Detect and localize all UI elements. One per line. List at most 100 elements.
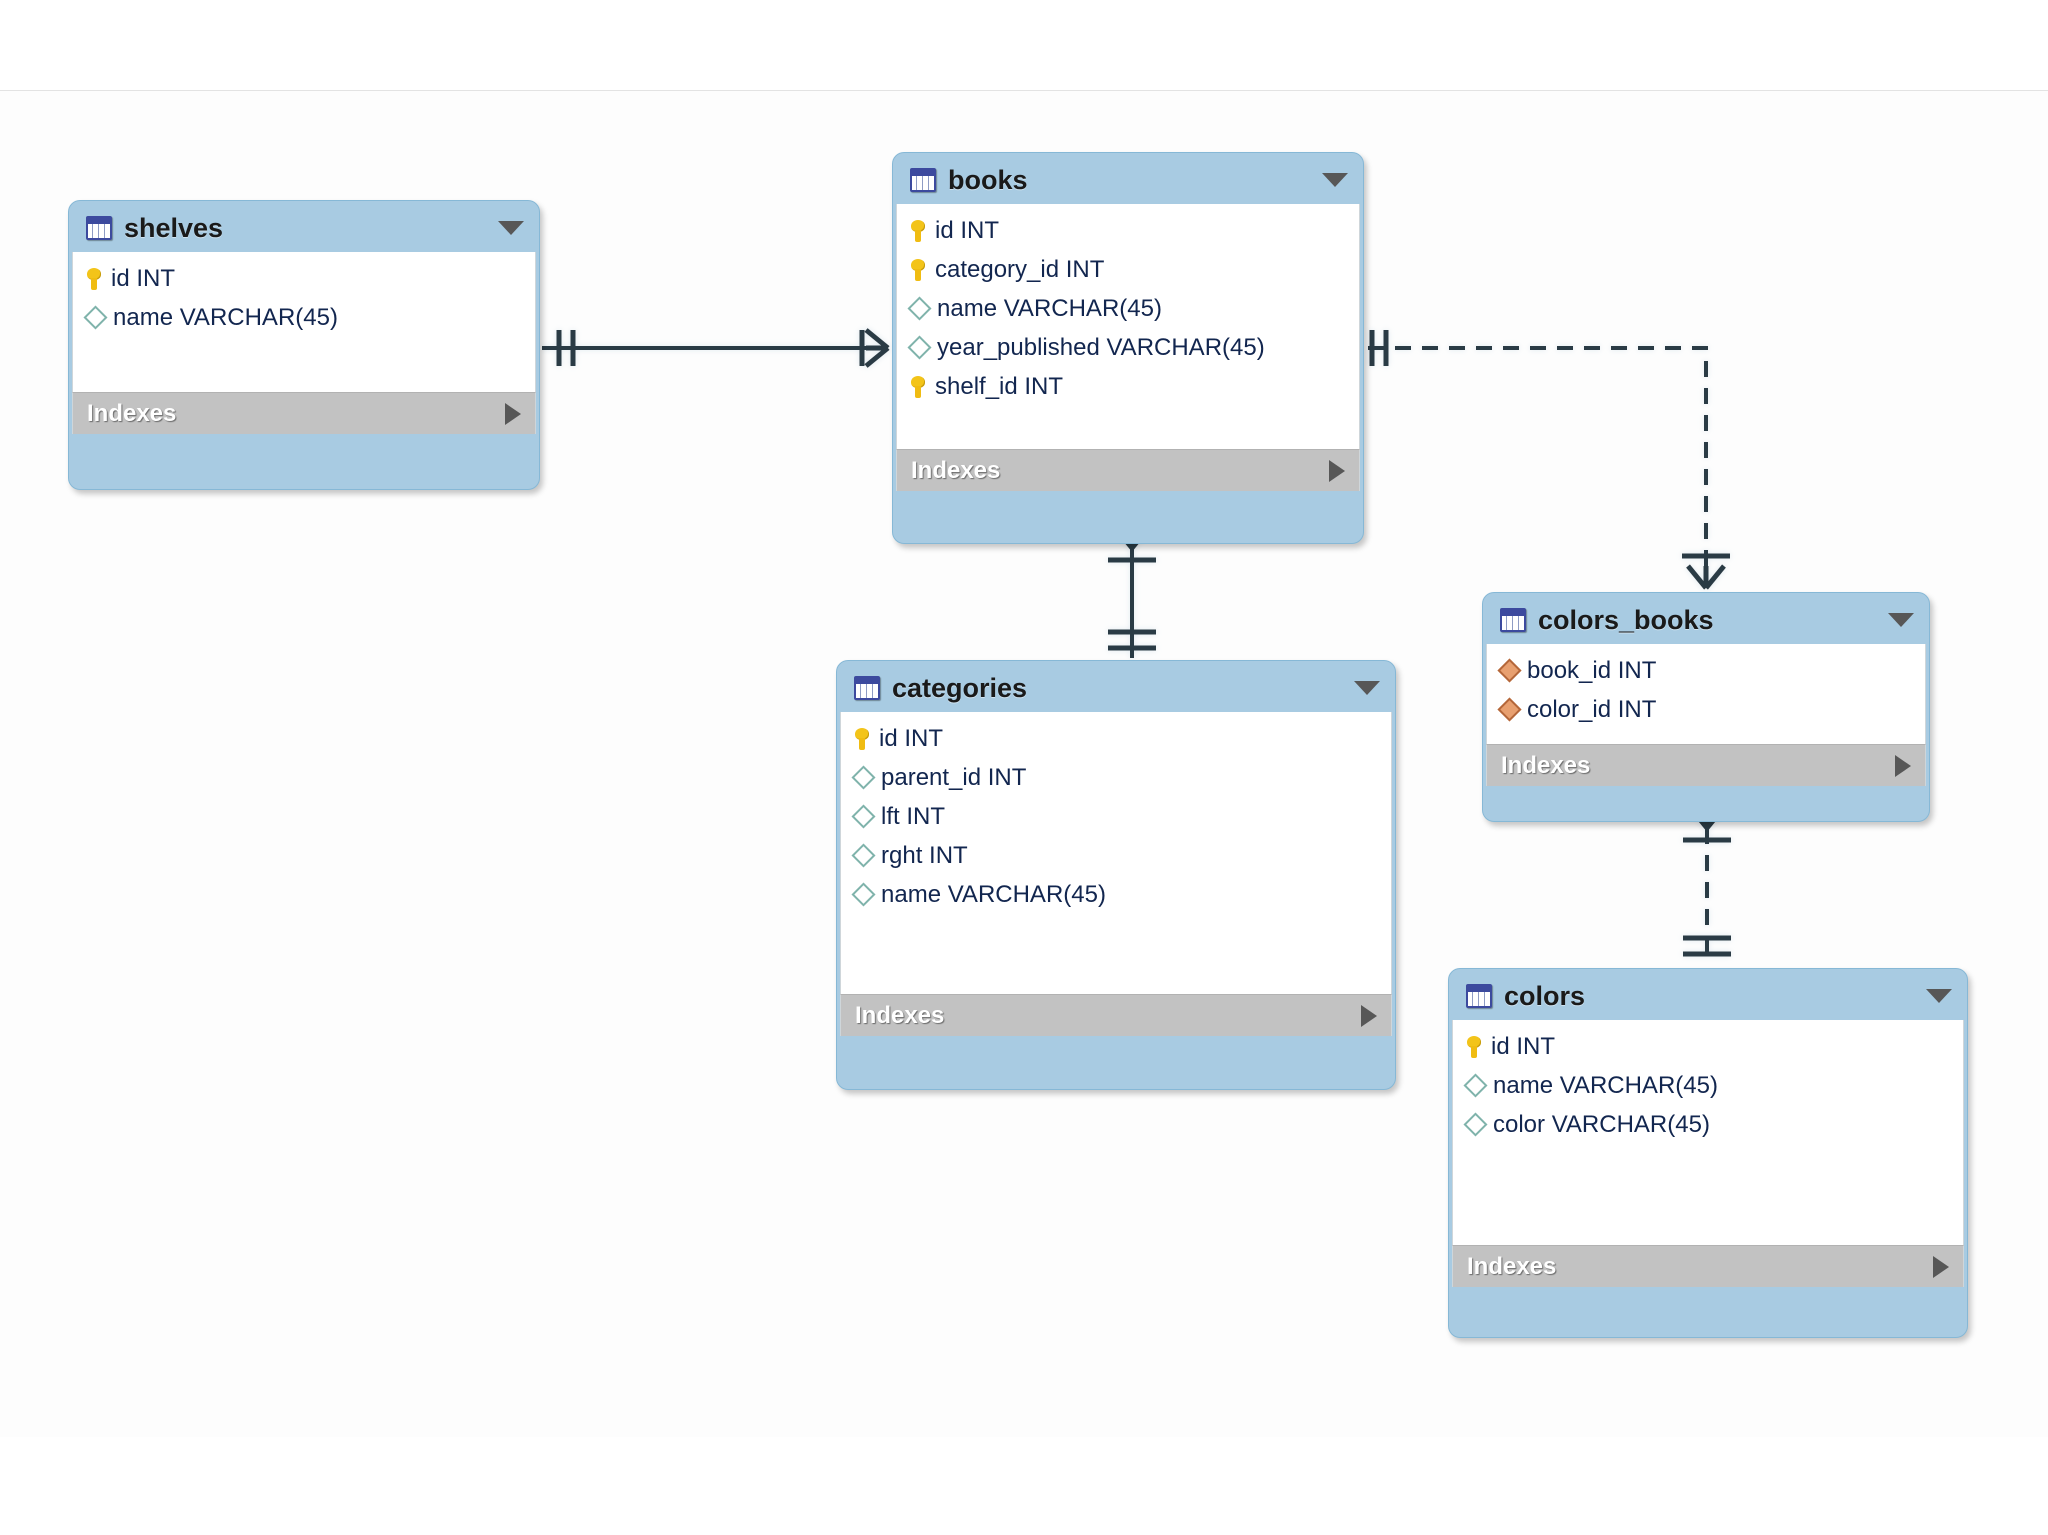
column-label: lft INT <box>881 802 945 830</box>
table-icon <box>1466 984 1492 1008</box>
table-name-categories: categories <box>892 672 1028 703</box>
column-row[interactable]: id INT <box>73 259 535 298</box>
column-row[interactable]: id INT <box>841 719 1391 758</box>
indexes-section-shelves[interactable]: Indexes <box>72 392 536 434</box>
indexes-label: Indexes <box>1501 751 1591 779</box>
column-row[interactable]: year_published VARCHAR(45) <box>897 328 1359 367</box>
relationship-books-colors_books <box>1368 330 1730 590</box>
diamond-icon <box>83 305 108 330</box>
table-icon <box>1500 608 1526 632</box>
indexes-label: Indexes <box>87 399 177 427</box>
table-footer-strip <box>1452 1287 1964 1301</box>
triangle-right-icon[interactable] <box>1361 1004 1377 1027</box>
triangle-right-icon[interactable] <box>1329 459 1345 482</box>
table-books[interactable]: books id INT category_id INT name VARCHAR(4… <box>892 152 1364 544</box>
table-icon <box>86 216 112 240</box>
column-row[interactable]: category_id INT <box>897 250 1359 289</box>
column-label: book_id INT <box>1527 656 1657 684</box>
diamond-icon <box>851 804 876 829</box>
diamond-icon <box>851 882 876 907</box>
table-columns-books: id INT category_id INT name VARCHAR(45) yea… <box>896 204 1360 449</box>
key-icon <box>911 219 925 242</box>
relationship-shelves-books <box>542 328 890 368</box>
column-label: rght INT <box>881 841 968 869</box>
triangle-right-icon[interactable] <box>505 402 521 425</box>
column-label: name VARCHAR(45) <box>937 294 1162 322</box>
column-row[interactable]: parent_id INT <box>841 758 1391 797</box>
column-row[interactable]: id INT <box>897 211 1359 250</box>
filled-diamond-icon <box>1497 658 1522 683</box>
column-label: shelf_id INT <box>935 372 1064 400</box>
indexes-section-categories[interactable]: Indexes <box>840 994 1392 1036</box>
column-label: color_id INT <box>1527 695 1657 723</box>
table-colors_books[interactable]: colors_books book_id INT color_id INT Index… <box>1482 592 1930 822</box>
table-columns-colors_books: book_id INT color_id INT <box>1486 644 1926 744</box>
key-icon <box>87 267 101 290</box>
filled-diamond-icon <box>1497 697 1522 722</box>
column-row[interactable]: color VARCHAR(45) <box>1453 1105 1963 1144</box>
column-label: id INT <box>879 724 944 752</box>
diamond-icon <box>907 296 932 321</box>
relationship-books-categories <box>1108 524 1156 658</box>
table-header-categories[interactable]: categories <box>840 664 1392 712</box>
column-row[interactable]: shelf_id INT <box>897 367 1359 406</box>
table-header-colors[interactable]: colors <box>1452 972 1964 1020</box>
column-label: category_id INT <box>935 255 1105 283</box>
column-label: name VARCHAR(45) <box>881 880 1106 908</box>
chevron-down-icon[interactable] <box>498 221 524 235</box>
column-row[interactable]: rght INT <box>841 836 1391 875</box>
key-icon <box>911 375 925 398</box>
table-footer-strip <box>72 434 536 448</box>
column-row[interactable]: name VARCHAR(45) <box>1453 1066 1963 1105</box>
key-icon <box>855 727 869 750</box>
table-name-books: books <box>948 164 1028 195</box>
column-row[interactable]: color_id INT <box>1487 690 1925 729</box>
column-row[interactable]: lft INT <box>841 797 1391 836</box>
column-label: name VARCHAR(45) <box>1493 1071 1718 1099</box>
key-icon <box>911 258 925 281</box>
table-header-colors_books[interactable]: colors_books <box>1486 596 1926 644</box>
chevron-down-icon[interactable] <box>1354 681 1380 695</box>
indexes-section-books[interactable]: Indexes <box>896 449 1360 491</box>
diamond-icon <box>907 335 932 360</box>
indexes-label: Indexes <box>1467 1252 1557 1280</box>
column-row[interactable]: name VARCHAR(45) <box>897 289 1359 328</box>
column-label: parent_id INT <box>881 763 1027 791</box>
column-label: color VARCHAR(45) <box>1493 1110 1710 1138</box>
column-row[interactable]: name VARCHAR(45) <box>73 298 535 337</box>
relationship-colors_books-colors <box>1683 804 1731 962</box>
column-row[interactable]: name VARCHAR(45) <box>841 875 1391 914</box>
table-colors[interactable]: colors id INT name VARCHAR(45) color VARCHA… <box>1448 968 1968 1338</box>
diamond-icon <box>1463 1112 1488 1137</box>
diamond-icon <box>1463 1073 1488 1098</box>
diamond-icon <box>851 765 876 790</box>
table-name-colors: colors <box>1504 980 1586 1011</box>
indexes-label: Indexes <box>911 456 1001 484</box>
table-header-shelves[interactable]: shelves <box>72 204 536 252</box>
table-footer-strip <box>896 491 1360 505</box>
indexes-label: Indexes <box>855 1001 945 1029</box>
triangle-right-icon[interactable] <box>1933 1255 1949 1278</box>
table-icon <box>910 168 936 192</box>
column-label: id INT <box>111 264 176 292</box>
column-label: id INT <box>1491 1032 1556 1060</box>
chevron-down-icon[interactable] <box>1322 173 1348 187</box>
triangle-right-icon[interactable] <box>1895 754 1911 777</box>
column-row[interactable]: book_id INT <box>1487 651 1925 690</box>
indexes-section-colors[interactable]: Indexes <box>1452 1245 1964 1287</box>
column-row[interactable]: id INT <box>1453 1027 1963 1066</box>
table-columns-shelves: id INT name VARCHAR(45) <box>72 252 536 392</box>
chevron-down-icon[interactable] <box>1888 613 1914 627</box>
column-label: year_published VARCHAR(45) <box>937 333 1265 361</box>
table-categories[interactable]: categories id INT parent_id INT lft INT rght… <box>836 660 1396 1090</box>
table-name-colors_books: colors_books <box>1538 604 1714 635</box>
diamond-icon <box>851 843 876 868</box>
column-label: id INT <box>935 216 1000 244</box>
chevron-down-icon[interactable] <box>1926 989 1952 1003</box>
table-shelves[interactable]: shelves id INT name VARCHAR(45) Indexes <box>68 200 540 490</box>
table-columns-categories: id INT parent_id INT lft INT rght INT name V… <box>840 712 1392 994</box>
table-header-books[interactable]: books <box>896 156 1360 204</box>
table-columns-colors: id INT name VARCHAR(45) color VARCHAR(45) <box>1452 1020 1964 1245</box>
indexes-section-colors_books[interactable]: Indexes <box>1486 744 1926 786</box>
